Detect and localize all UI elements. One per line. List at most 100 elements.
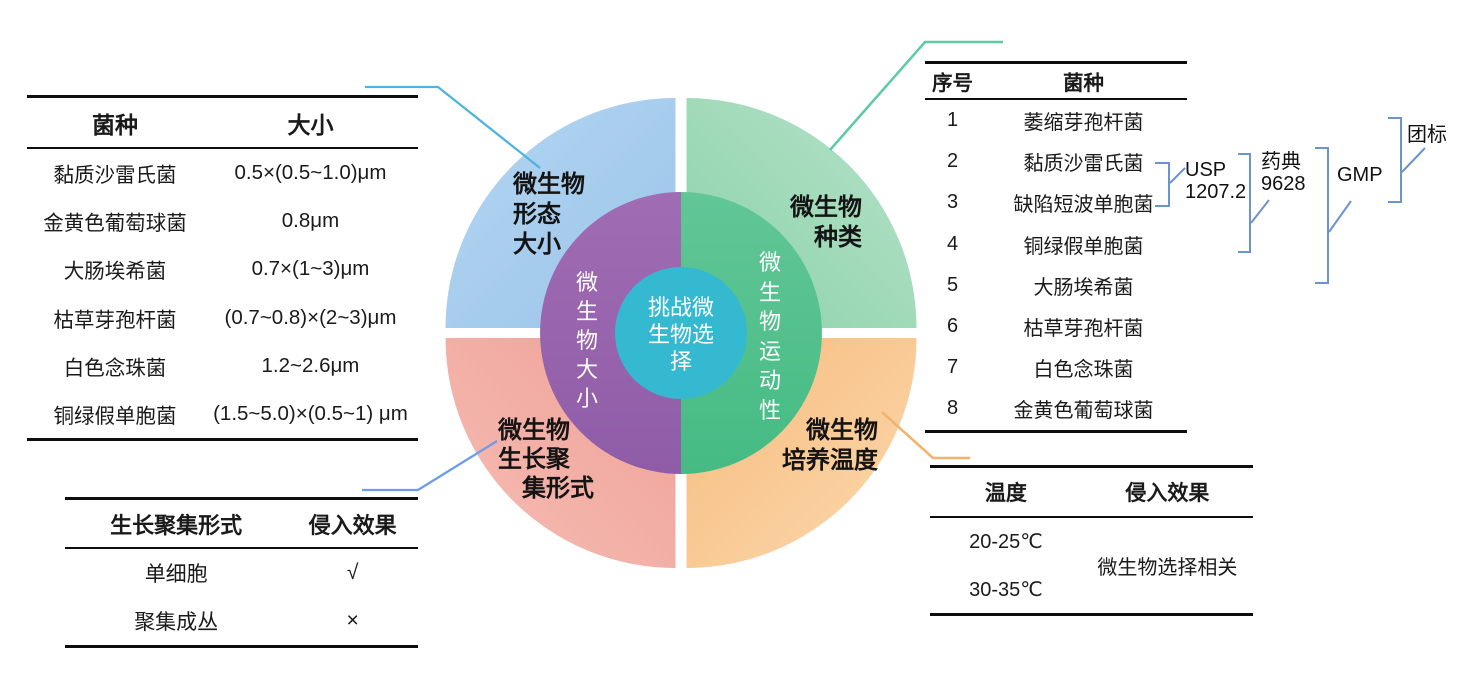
inner-ring-left-size	[540, 192, 681, 474]
effect-cell: ×	[346, 609, 359, 632]
table-row: 6 枯草芽孢杆菌	[925, 306, 1187, 347]
standard-label-pharmacopoeia-9628: 药典 9628	[1261, 151, 1306, 195]
size-table-header-size: 大小	[287, 111, 334, 138]
size-cell: 0.8μm	[281, 209, 340, 233]
temp-table-header-temperature: 温度	[984, 482, 1027, 505]
species-table-header-index: 序号	[932, 72, 973, 95]
temp-table-header-effect: 侵入效果	[1125, 482, 1210, 505]
table-row: 白色念珠菌 1.2~2.6μm	[27, 342, 418, 390]
temperature-range-cell: 30-35℃	[969, 578, 1043, 601]
size-cell: 1.2~2.6μm	[261, 353, 360, 377]
species-cell: 大肠埃希菌	[1033, 276, 1134, 299]
bracket-usp	[1155, 162, 1170, 207]
table-row: 2 黏质沙雷氏菌	[925, 141, 1187, 182]
inner-ring-label-microbe-motility: 微 生 物 运 动 性	[758, 250, 781, 423]
species-cell: 大肠埃希菌	[63, 260, 167, 284]
standard-label-usp-1207-2: USP 1207.2	[1185, 159, 1247, 203]
inner-ring-label-microbe-size: 微 生 物 大 小	[575, 270, 598, 411]
connector-temp-table	[881, 411, 970, 460]
size-cell: (1.5~5.0)×(0.5~1) μm	[213, 402, 408, 426]
bracket-gmp-leader	[1328, 200, 1352, 233]
species-table-body: 1 萎缩芽孢杆菌 2 黏质沙雷氏菌 3 缺陷短波单胞菌 4 铜绿假单胞菌	[925, 100, 1187, 430]
index-cell: 8	[946, 397, 959, 420]
index-cell: 3	[946, 191, 959, 214]
species-cell: 铜绿假单胞菌	[53, 405, 177, 429]
table-row: 枯草芽孢杆菌 (0.7~0.8)×(2~3)μm	[27, 294, 418, 342]
connector-growth-table	[362, 440, 498, 492]
growth-form-cell: 聚集成丛	[134, 611, 219, 634]
index-cell: 4	[946, 232, 959, 255]
standard-label-gmp: GMP	[1337, 164, 1383, 186]
index-cell: 7	[946, 356, 959, 379]
bracket-pharmacopoeia	[1238, 153, 1251, 253]
species-cell: 白色念珠菌	[63, 356, 167, 380]
temperature-effect-cell: 微生物选择相关	[1097, 557, 1238, 579]
species-cell: 枯草芽孢杆菌	[1023, 318, 1144, 341]
standards-brackets	[1155, 117, 1426, 284]
growth-aggregation-table: 生长聚集形式 侵入效果 单细胞 √ 聚集成丛 ×	[65, 497, 418, 648]
bracket-gmp	[1315, 147, 1329, 284]
table-row: 黏质沙雷氏菌 0.5×(0.5~1.0)μm	[27, 149, 418, 197]
species-cell: 铜绿假单胞菌	[1023, 235, 1144, 258]
table-row: 8 金黄色葡萄球菌	[925, 388, 1187, 429]
table-row: 单细胞 √	[65, 549, 418, 597]
species-cell: 缺陷短波单胞菌	[1013, 194, 1154, 217]
table-row: 1 萎缩芽孢杆菌	[925, 100, 1187, 141]
temp-table-header: 温度 侵入效果	[930, 468, 1253, 518]
quadrant-label-culture-temperature: 微生物 培养温度	[782, 417, 878, 474]
growth-table-header: 生长聚集形式 侵入效果	[65, 500, 418, 549]
temperature-range-cell: 20-25℃	[969, 531, 1043, 554]
connector-species-table	[829, 40, 1003, 151]
quadrant-label-morphology-size: 微生物 形态 大小	[513, 171, 585, 258]
table-row: 3 缺陷短波单胞菌	[925, 182, 1187, 223]
size-table-header-species: 菌种	[91, 111, 138, 138]
culture-temperature-table: 温度 侵入效果 20-25℃ 30-35℃ 微生物选择相关	[930, 465, 1253, 616]
growth-table-header-form: 生长聚集形式	[110, 512, 243, 538]
species-cell: 白色念珠菌	[1033, 359, 1134, 382]
species-table-header: 序号 菌种	[925, 64, 1187, 100]
connector-size-table	[365, 85, 541, 169]
species-cell: 黏质沙雷氏菌	[1023, 153, 1144, 176]
standard-label-group-standard: 团标	[1407, 124, 1447, 146]
species-cell: 萎缩芽孢杆菌	[1023, 112, 1144, 135]
index-cell: 6	[946, 315, 959, 338]
table-row: 7 白色念珠菌	[925, 347, 1187, 388]
bracket-group-standard	[1388, 117, 1402, 203]
quadrant-label-species: 微生物 种类	[790, 194, 862, 251]
size-cell: 0.7×(1~3)μm	[251, 257, 370, 281]
growth-table-header-effect: 侵入效果	[308, 512, 397, 538]
index-cell: 2	[946, 150, 959, 173]
bracket-group-standard-leader	[1401, 147, 1426, 173]
growth-table-body: 单细胞 √ 聚集成丛 ×	[65, 549, 418, 645]
microbe-size-table: 菌种 大小 黏质沙雷氏菌 0.5×(0.5~1.0)μm 金黄色葡萄球菌 0.8…	[27, 95, 418, 442]
temp-table-body: 20-25℃ 30-35℃ 微生物选择相关	[930, 518, 1253, 613]
species-cell: 黏质沙雷氏菌	[53, 164, 177, 188]
table-row: 4 铜绿假单胞菌	[925, 224, 1187, 265]
effect-cell: √	[346, 561, 359, 584]
table-row: 5 大肠埃希菌	[925, 265, 1187, 306]
table-row: 大肠埃希菌 0.7×(1~3)μm	[27, 245, 418, 293]
table-row: 金黄色葡萄球菌 0.8μm	[27, 197, 418, 245]
table-row: 聚集成丛 ×	[65, 597, 418, 645]
size-table-header: 菌种 大小	[27, 98, 418, 149]
species-cell: 金黄色葡萄球菌	[43, 212, 187, 236]
inner-ring-right-motility	[681, 192, 822, 474]
bracket-pharmacopoeia-leader	[1250, 199, 1270, 224]
table-row: 铜绿假单胞菌 (1.5~5.0)×(0.5~1) μm	[27, 390, 418, 438]
size-cell: (0.7~0.8)×(2~3)μm	[224, 305, 397, 329]
growth-form-cell: 单细胞	[144, 563, 208, 586]
size-table-body: 黏质沙雷氏菌 0.5×(0.5~1.0)μm 金黄色葡萄球菌 0.8μm 大肠埃…	[27, 149, 418, 438]
center-label-challenge-microbe-selection: 挑战微 生物选 择	[647, 295, 714, 374]
quadrant-label-growth-aggregation: 微生物 生长聚 集形式	[498, 417, 594, 502]
bracket-usp-leader	[1169, 167, 1186, 184]
species-cell: 枯草芽孢杆菌	[53, 308, 177, 332]
microbe-species-table: 序号 菌种 1 萎缩芽孢杆菌 2 黏质沙雷氏菌 3 缺陷短波单胞菌	[925, 61, 1187, 433]
center-circle	[615, 267, 747, 399]
size-cell: 0.5×(0.5~1.0)μm	[234, 161, 387, 185]
temperature-ranges: 20-25℃ 30-35℃	[930, 518, 1082, 613]
species-cell: 金黄色葡萄球菌	[1013, 400, 1154, 423]
species-table-header-species: 菌种	[1063, 72, 1104, 95]
index-cell: 5	[946, 273, 959, 296]
